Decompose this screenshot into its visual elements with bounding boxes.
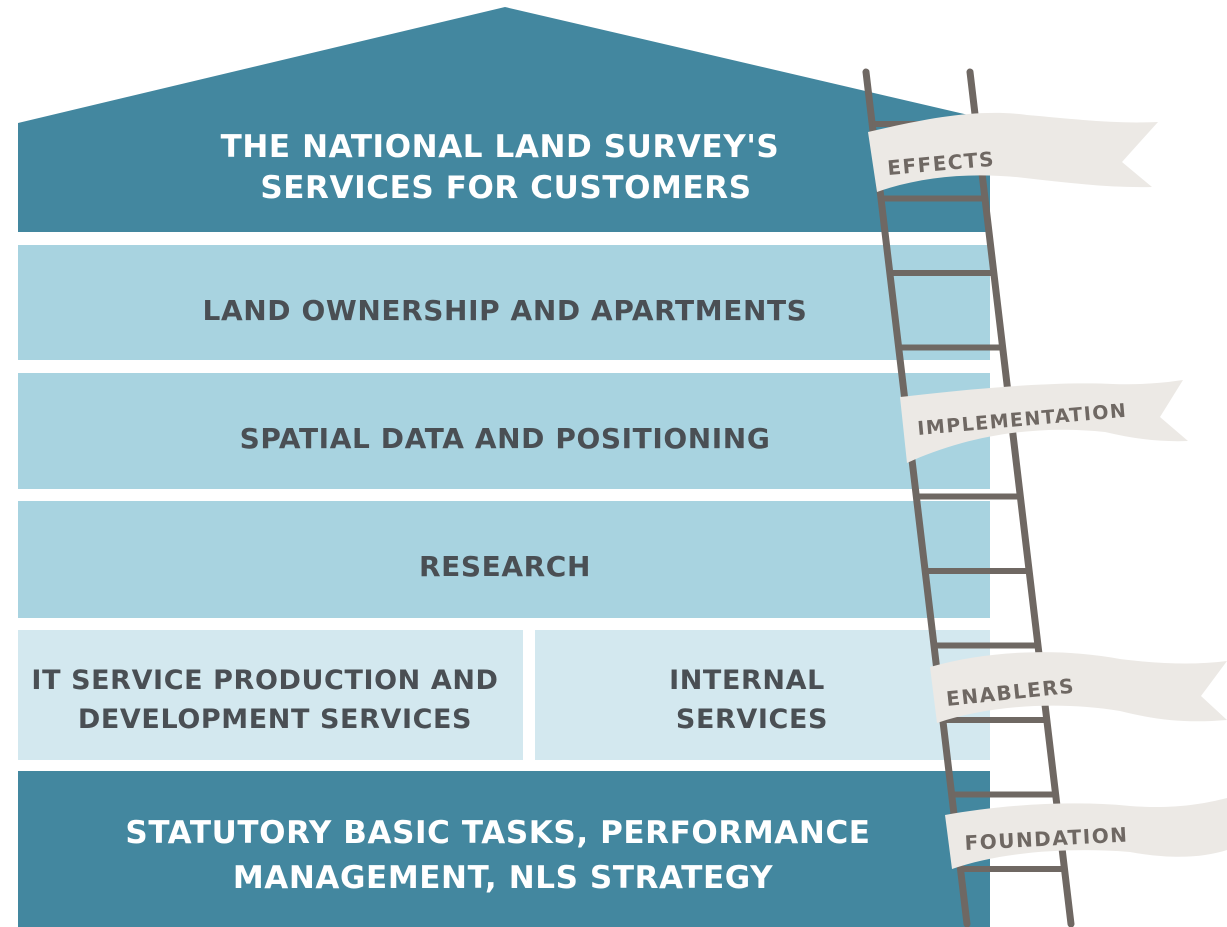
flag-effects-shape — [868, 112, 1158, 192]
research-label: RESEARCH — [419, 550, 591, 583]
it-services-label-line1: IT SERVICE PRODUCTION AND — [31, 665, 498, 696]
internal-services-label-line2: SERVICES — [676, 704, 828, 735]
level-it-services — [18, 630, 523, 760]
it-services-label-line2: DEVELOPMENT SERVICES — [78, 704, 472, 735]
foundation-label-line2: MANAGEMENT, NLS STRATEGY — [233, 860, 773, 896]
level-foundation — [18, 771, 990, 927]
roof-block — [18, 7, 990, 232]
roof-label-line1: THE NATIONAL LAND SURVEY'S — [221, 129, 780, 165]
level-land-ownership — [18, 245, 990, 360]
roof-label-line2: SERVICES FOR CUSTOMERS — [260, 170, 751, 206]
level-research — [18, 501, 990, 618]
flag-foundation-shape — [945, 798, 1227, 869]
spatial-data-label: SPATIAL DATA AND POSITIONING — [240, 422, 771, 455]
ladder-rail-right — [966, 68, 1075, 927]
level-internal-services — [535, 630, 990, 760]
flag-implementation-shape — [900, 380, 1188, 463]
land-ownership-label: LAND OWNERSHIP AND APARTMENTS — [203, 294, 808, 327]
flag-enablers-shape — [930, 652, 1227, 723]
internal-services-label-line1: INTERNAL — [669, 665, 825, 696]
flag-enablers: ENABLERS — [930, 652, 1227, 723]
flag-foundation: FOUNDATION — [945, 798, 1227, 869]
foundation-label-line1: STATUTORY BASIC TASKS, PERFORMANCE — [125, 815, 870, 851]
level-spatial-data — [18, 373, 990, 489]
flag-effects: EFFECTS — [868, 112, 1158, 192]
